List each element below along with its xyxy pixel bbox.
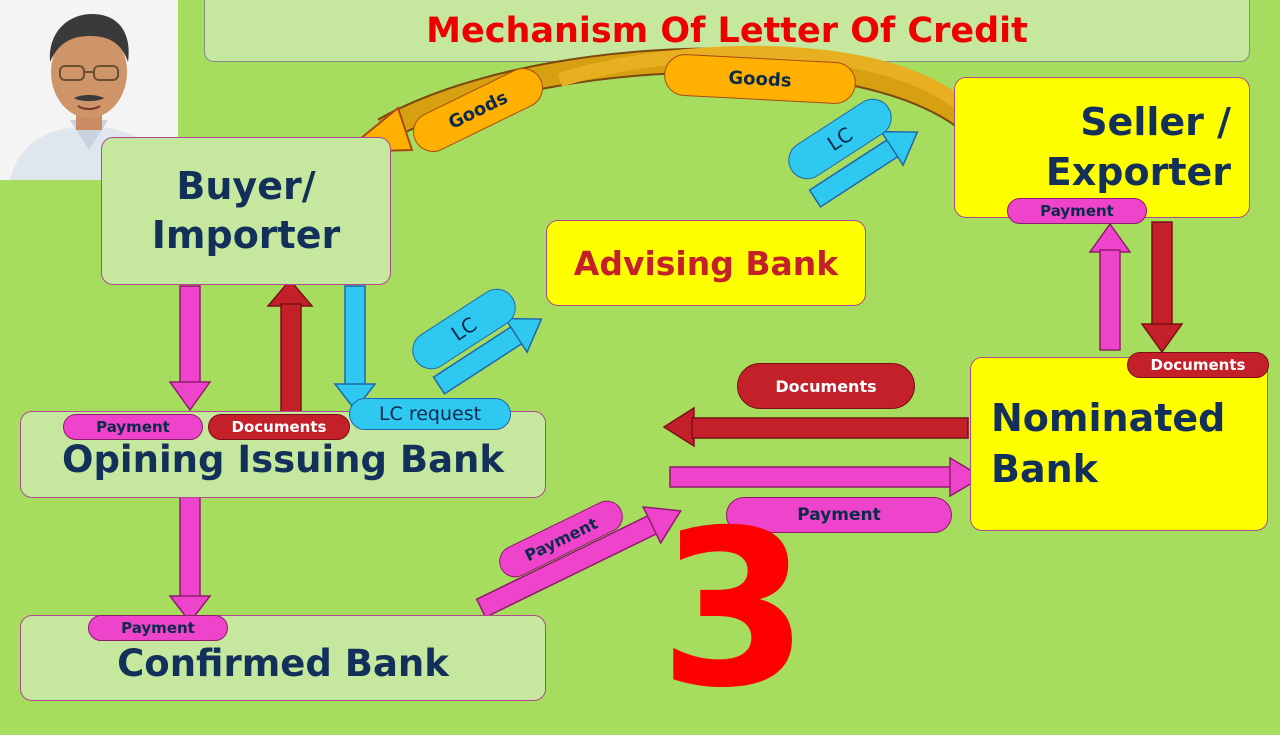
- issuing-to-buyer-arrow: [266, 278, 314, 417]
- buyer-to-issuing-arrow: [168, 285, 212, 412]
- issuing-to-confirmed-arrow: [168, 495, 212, 624]
- confirmed-to-nominated-arrow: [475, 506, 682, 619]
- seller-to-nominated-arrow: [1140, 221, 1184, 354]
- presenter-photo: [0, 0, 178, 180]
- payment-label-issuing: Payment: [63, 414, 203, 440]
- seller-exporter-box: Seller / Exporter: [954, 77, 1250, 218]
- episode-number: 3: [658, 484, 810, 735]
- documents-label-nominated: Documents: [1127, 352, 1269, 378]
- nominated-to-seller-arrow: [1088, 222, 1132, 351]
- advising-bank-box: Advising Bank: [546, 220, 866, 306]
- issuing-to-advising-arrow: [432, 317, 543, 395]
- documents-label-mid: Documents: [737, 363, 915, 409]
- diagram-title: Mechanism Of Letter Of Credit: [204, 0, 1250, 62]
- lc-request-label: LC request: [349, 398, 511, 430]
- buyer-importer-box: Buyer/ Importer: [101, 137, 391, 285]
- person-avatar-icon: [0, 0, 178, 180]
- documents-to-issuing-arrow: [662, 406, 969, 448]
- nominated-bank-box: Nominated Bank: [970, 357, 1268, 531]
- payment-to-nominated-arrow: [669, 456, 984, 498]
- documents-label-issuing: Documents: [208, 414, 350, 440]
- advising-to-seller-arrow: [808, 130, 919, 208]
- payment-label-nominated: Payment: [726, 497, 952, 533]
- lc-request-arrow: [333, 285, 377, 412]
- payment-label-confirmed: Payment: [88, 615, 228, 641]
- payment-label-seller: Payment: [1007, 198, 1147, 224]
